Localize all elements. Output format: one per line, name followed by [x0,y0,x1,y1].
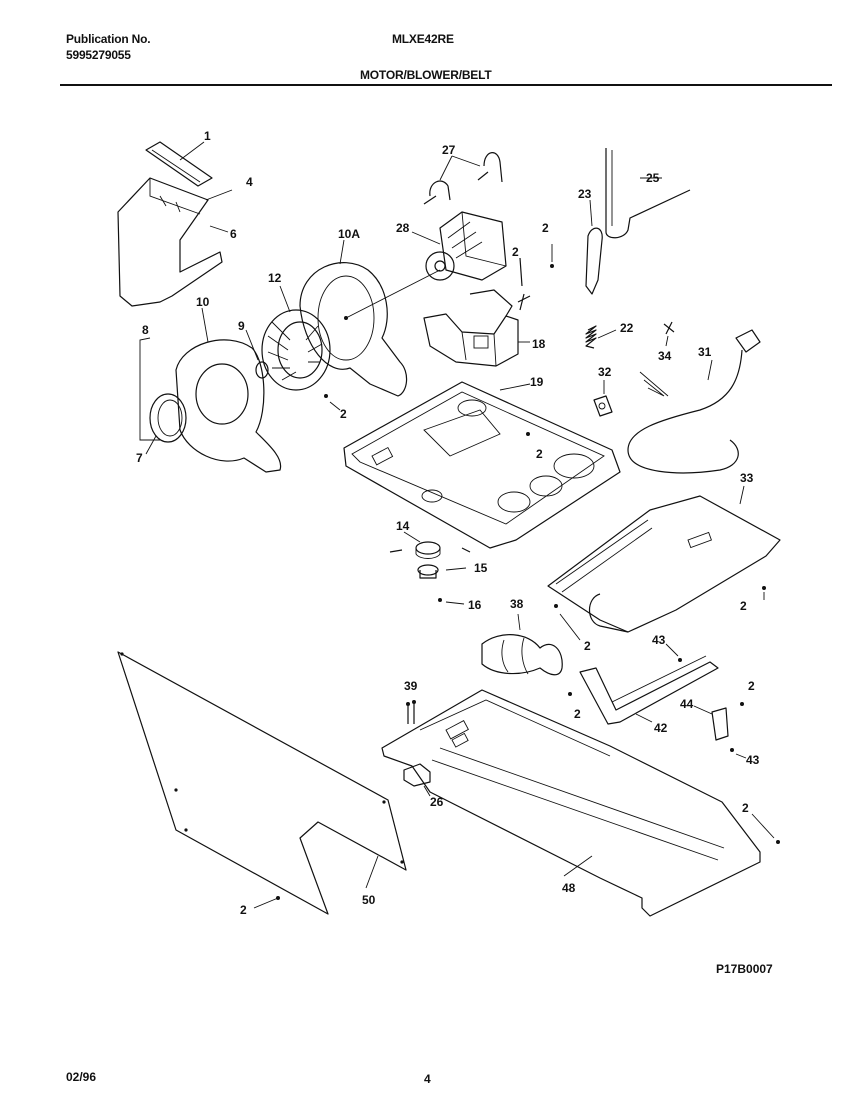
part-42-bracket [579,655,719,725]
part-43-screws [665,643,747,759]
part-7-blower-seal [145,393,187,455]
part-25-cabinet-bracket [605,148,691,239]
callout-25: 25 [646,171,660,185]
callout-2-h: 2 [574,707,581,721]
part-34-ground-screw [663,321,675,347]
publication-number: 5995279055 [66,48,131,62]
part-48-base-pan [381,689,761,917]
part-15-thermistor [417,564,467,579]
drawing-id: P17B0007 [716,962,773,976]
callout-2-b: 2 [512,245,519,259]
part-12-blower-wheel [261,285,331,391]
callout-23: 23 [578,187,592,201]
callout-32: 32 [598,365,612,379]
part-10a-blower-housing [299,239,441,397]
callout-16: 16 [468,598,482,612]
callout-9: 9 [238,319,245,333]
callout-10: 10 [196,295,210,309]
callout-2-i: 2 [742,801,749,815]
model-number: MLXE42RE [392,32,454,46]
callout-2-j: 2 [240,903,247,917]
part-19-base-plate [343,381,621,549]
callout-2-d: 2 [536,447,543,461]
part-9-washer [245,329,269,379]
callout-44: 44 [680,697,694,711]
callout-22: 22 [620,321,634,335]
callout-34: 34 [658,349,672,363]
part-2-screws [253,244,780,909]
callout-2-g: 2 [748,679,755,693]
callout-19: 19 [530,375,544,389]
part-10-blower-housing-front [139,307,282,473]
part-31-power-cord [627,329,761,474]
callout-43-a: 43 [652,633,666,647]
callout-26: 26 [430,795,444,809]
callout-33: 33 [740,471,754,485]
section-title: MOTOR/BLOWER/BELT [360,68,492,82]
part-6-lint-duct [117,177,233,307]
callout-2-c: 2 [340,407,347,421]
callout-39: 39 [404,679,418,693]
page-number: 4 [424,1072,431,1086]
part-32-terminal-block [593,380,613,417]
part-38-exhaust-elbow [481,613,563,676]
callout-7: 7 [136,451,143,465]
callout-10a: 10A [338,227,360,241]
callout-6: 6 [230,227,237,241]
callout-15: 15 [474,561,488,575]
publication-label: Publication No. [66,32,151,46]
callout-18: 18 [532,337,546,351]
part-26-pad [403,763,431,797]
callout-50: 50 [362,893,376,907]
part-50-back-panel [117,651,407,915]
callout-12: 12 [268,271,282,285]
callout-2-e: 2 [740,599,747,613]
part-28-drive-motor [411,211,507,281]
callout-27: 27 [442,143,456,157]
part-33-duct-assembly [547,485,781,633]
callout-8: 8 [142,323,149,337]
callout-1: 1 [204,129,211,143]
callout-labels: 1 4 6 27 25 23 28 10A 2 2 12 10 9 8 22 1… [136,129,760,917]
part-18-motor-mount [423,289,530,367]
part-39-screws [406,700,416,724]
part-22-idler-spring [585,325,617,349]
callout-2-a: 2 [542,221,549,235]
callout-43-b: 43 [746,753,760,767]
part-14-thermostat [389,531,471,559]
callout-28: 28 [396,221,410,235]
callout-31: 31 [698,345,712,359]
header-rule [60,84,832,86]
callout-4: 4 [246,175,253,189]
callout-48: 48 [562,881,576,895]
part-1-lint-filter-strip [145,141,213,187]
part-23-idler-arm [585,199,603,295]
callout-2-f: 2 [584,639,591,653]
callout-42: 42 [654,721,668,735]
publication-date: 02/96 [66,1070,97,1084]
callout-14: 14 [396,519,410,533]
part-44-clip [693,705,729,741]
callout-38: 38 [510,597,524,611]
part-27-motor-clips [423,152,503,205]
part-16-screw [438,598,465,605]
